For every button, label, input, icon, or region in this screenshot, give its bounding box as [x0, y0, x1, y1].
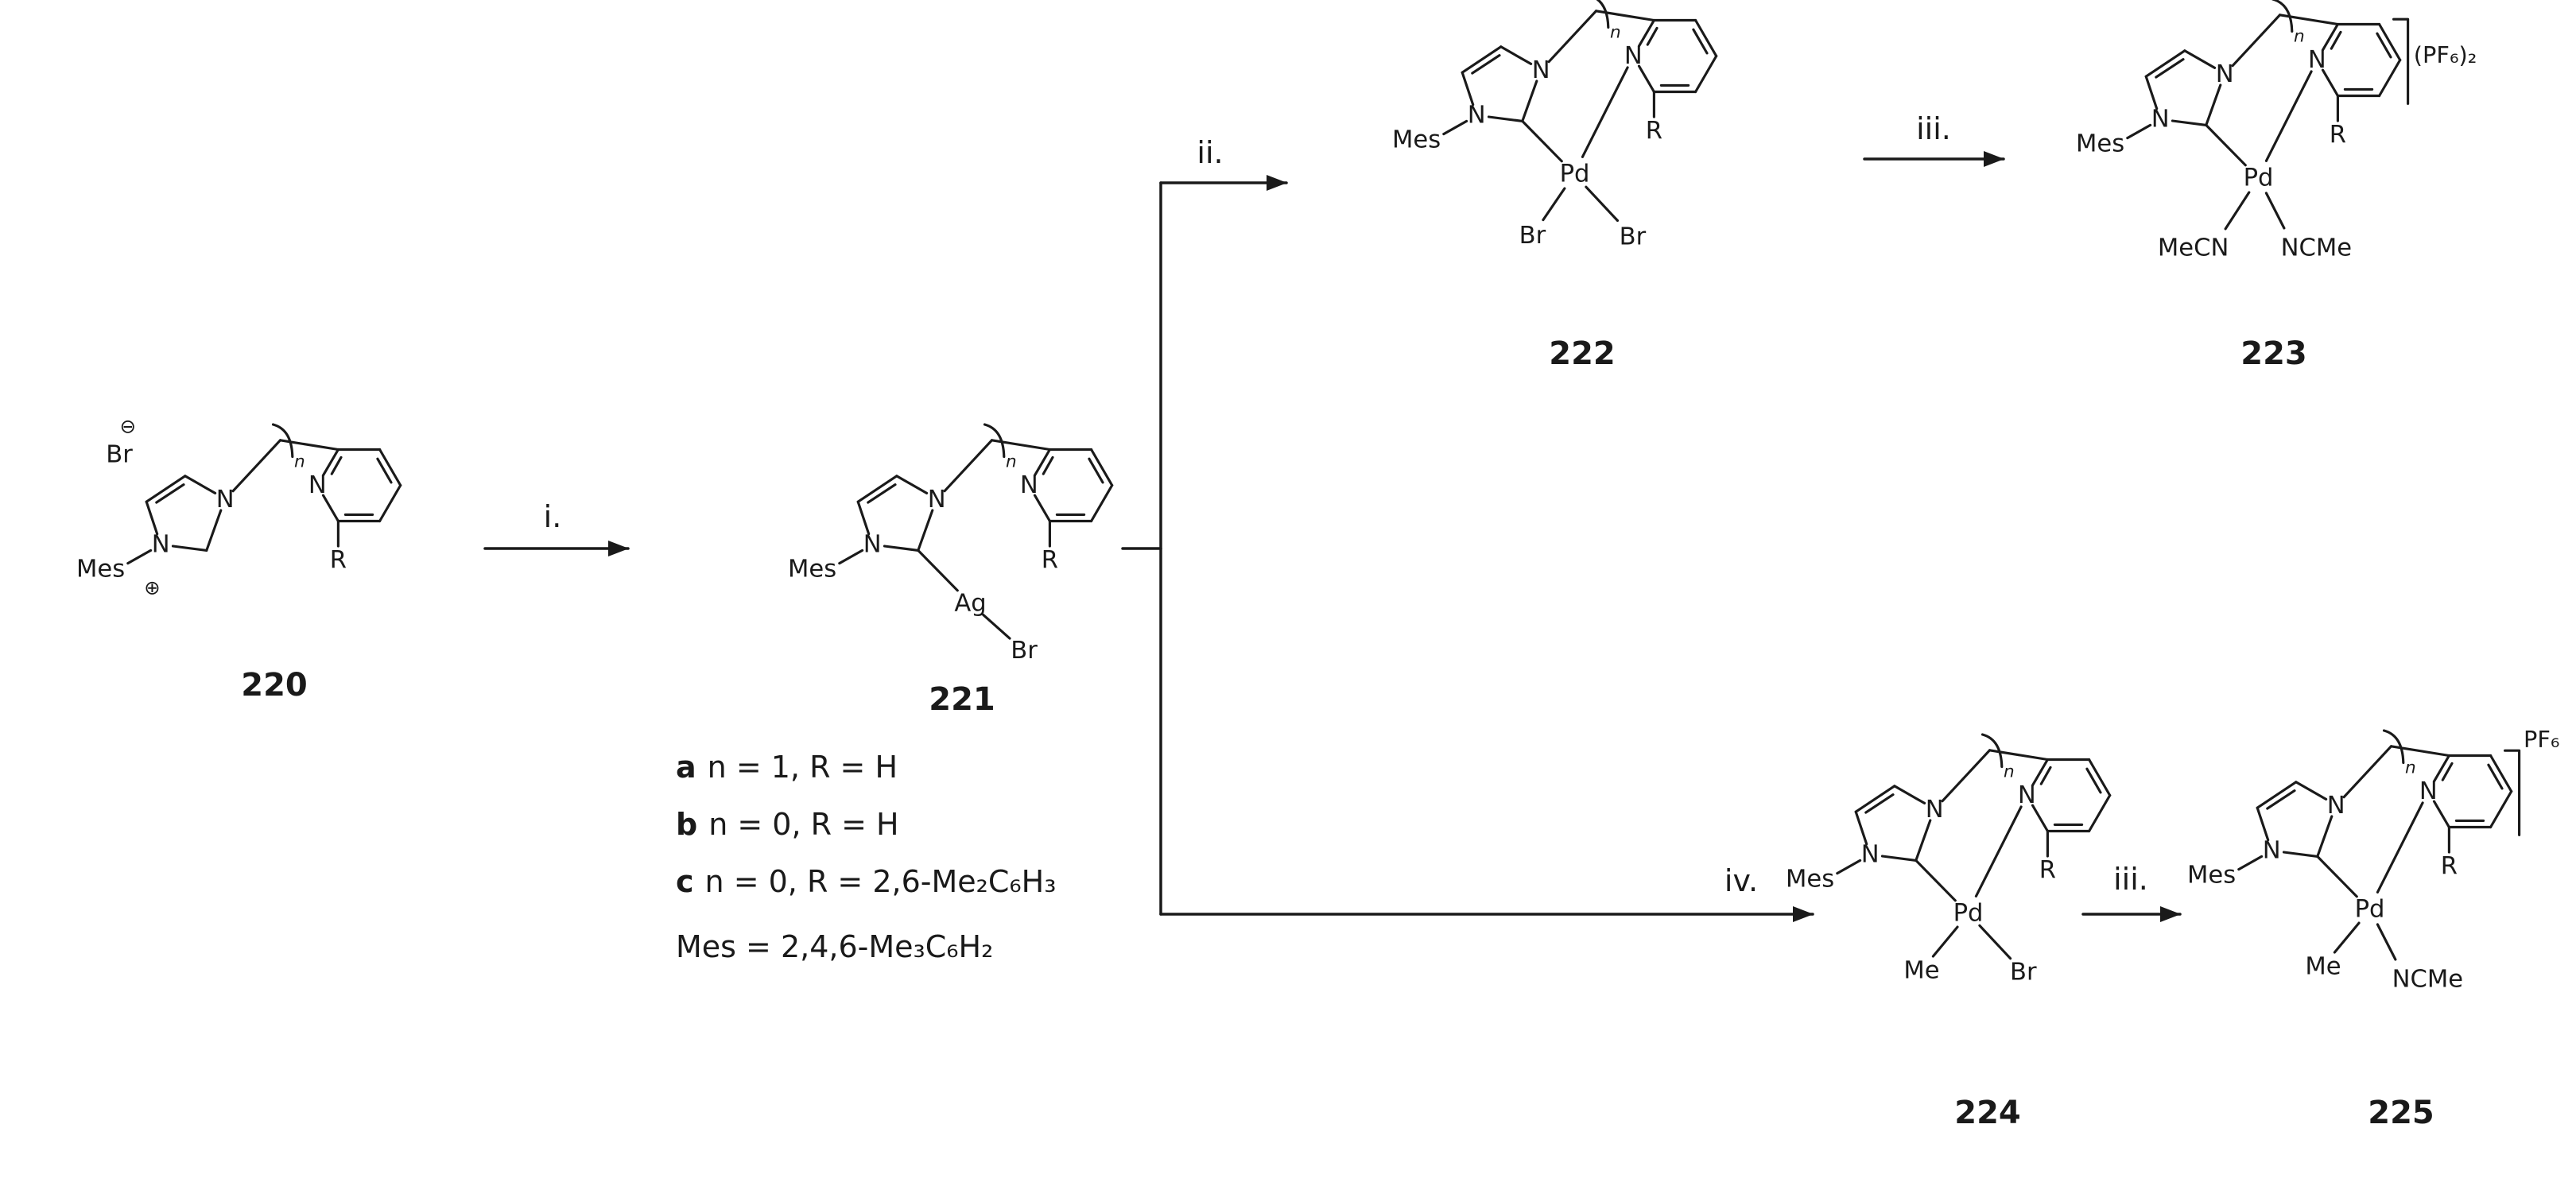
compound-legend: a n = 1, R = H b n = 0, R = H c n = 0, R = …	[676, 750, 1056, 964]
plus-charge-icon: ⊕	[144, 576, 160, 599]
carbene-palladium-bond	[1915, 859, 1957, 902]
pd-me-bond	[2333, 921, 2361, 954]
compound-label-223: 223	[2240, 335, 2307, 372]
compound-label-221: 221	[929, 681, 995, 718]
legend-text-a: n = 1, R = H	[708, 750, 898, 785]
carbene-palladium-bond	[2316, 855, 2358, 898]
pd-ncme-bond	[2264, 192, 2286, 230]
minus-charge-icon: ⊖	[120, 414, 136, 437]
legend-key-a: a	[676, 750, 696, 785]
pf6-di-anion-label: (PF₆)₂	[2414, 41, 2477, 68]
step-iv-label: iv.	[1724, 863, 1758, 898]
pd-ncme-bond	[2376, 923, 2397, 961]
pyridine-palladium-bond	[2376, 801, 2424, 894]
pyridine-palladium-bond	[2264, 70, 2313, 162]
ncme-ligand-label: NCMe	[2281, 235, 2352, 262]
bromide-ligand-label: Br	[1620, 223, 1647, 251]
bromide-ligand-label: Br	[1011, 637, 1038, 665]
methyl-ligand-label: Me	[1903, 957, 1939, 985]
pyridine-palladium-bond	[1581, 66, 1629, 158]
ncme-ligand-label: NCMe	[2392, 966, 2463, 994]
palladium-label: Pd	[1560, 161, 1590, 188]
legend-entry-b: b n = 0, R = H	[676, 807, 899, 842]
compound-label-224: 224	[1954, 1095, 2021, 1131]
structure-224-skeleton	[1784, 733, 2112, 894]
step-i-label: i.	[544, 499, 562, 534]
pd-br-bond	[1978, 924, 2012, 960]
charge-bracket	[2504, 749, 2521, 836]
mes-definition: Mes = 2,4,6-Me₃C₆H₂	[676, 929, 993, 964]
structure-225: Pd Me NCMe PF₆	[2186, 726, 2559, 994]
pd-me-bond	[1931, 925, 1959, 958]
compound-label-222: 222	[1549, 335, 1616, 372]
legend-text-b: n = 0, R = H	[708, 807, 898, 842]
structure-220: ⊖ Br ⊕	[75, 414, 402, 599]
compound-label-225: 225	[2368, 1095, 2434, 1131]
legend-key-b: b	[676, 807, 697, 842]
bromide-ligand-label: Br	[1519, 222, 1546, 250]
silver-label: Ag	[954, 590, 986, 618]
legend-text-c: n = 0, R = 2,6-Me₂C₆H₃	[705, 864, 1057, 899]
legend-entry-c: c n = 0, R = 2,6-Me₂C₆H₃	[676, 864, 1056, 899]
carbene-palladium-bond	[1521, 119, 1563, 163]
structure-222: Pd Br Br	[1391, 0, 1718, 251]
mecn-ligand-label: MeCN	[2158, 235, 2229, 262]
palladium-label: Pd	[2244, 165, 2274, 192]
palladium-label: Pd	[1953, 900, 1984, 928]
compound-label-220: 220	[241, 667, 308, 704]
pd-mecn-bond	[2224, 191, 2251, 231]
structure-221: Ag Br	[786, 423, 1114, 665]
silver-bromide-bond	[982, 613, 1011, 640]
step-iii-label: iii.	[1916, 111, 1951, 146]
structure-223: Pd MeCN NCMe (PF₆)₂	[2074, 0, 2477, 262]
step-iii-label: iii.	[2113, 862, 2148, 897]
charge-bracket	[2392, 17, 2410, 105]
palladium-label: Pd	[2355, 896, 2385, 924]
structure-223-skeleton	[2074, 0, 2402, 159]
methyl-ligand-label: Me	[2305, 953, 2341, 981]
pf6-anion-label: PF₆	[2524, 726, 2559, 753]
bromide-ligand-label: Br	[2010, 958, 2037, 986]
pyridine-palladium-bond	[1974, 805, 2023, 897]
pd-br-right-bond	[1585, 185, 1620, 223]
structure-221-skeleton	[786, 423, 1114, 584]
legend-key-c: c	[676, 864, 694, 899]
structure-224: Pd Me Br	[1784, 733, 2112, 986]
structure-222-skeleton	[1391, 0, 1718, 155]
bromide-counterion-label: Br	[106, 440, 133, 468]
structure-225-skeleton	[2186, 729, 2513, 890]
carbene-palladium-bond	[2205, 123, 2247, 167]
carbene-silver-bond	[917, 549, 959, 592]
step-ii-label: ii.	[1197, 135, 1223, 170]
pd-br-left-bond	[1542, 187, 1566, 222]
legend-entry-a: a n = 1, R = H	[676, 750, 898, 785]
